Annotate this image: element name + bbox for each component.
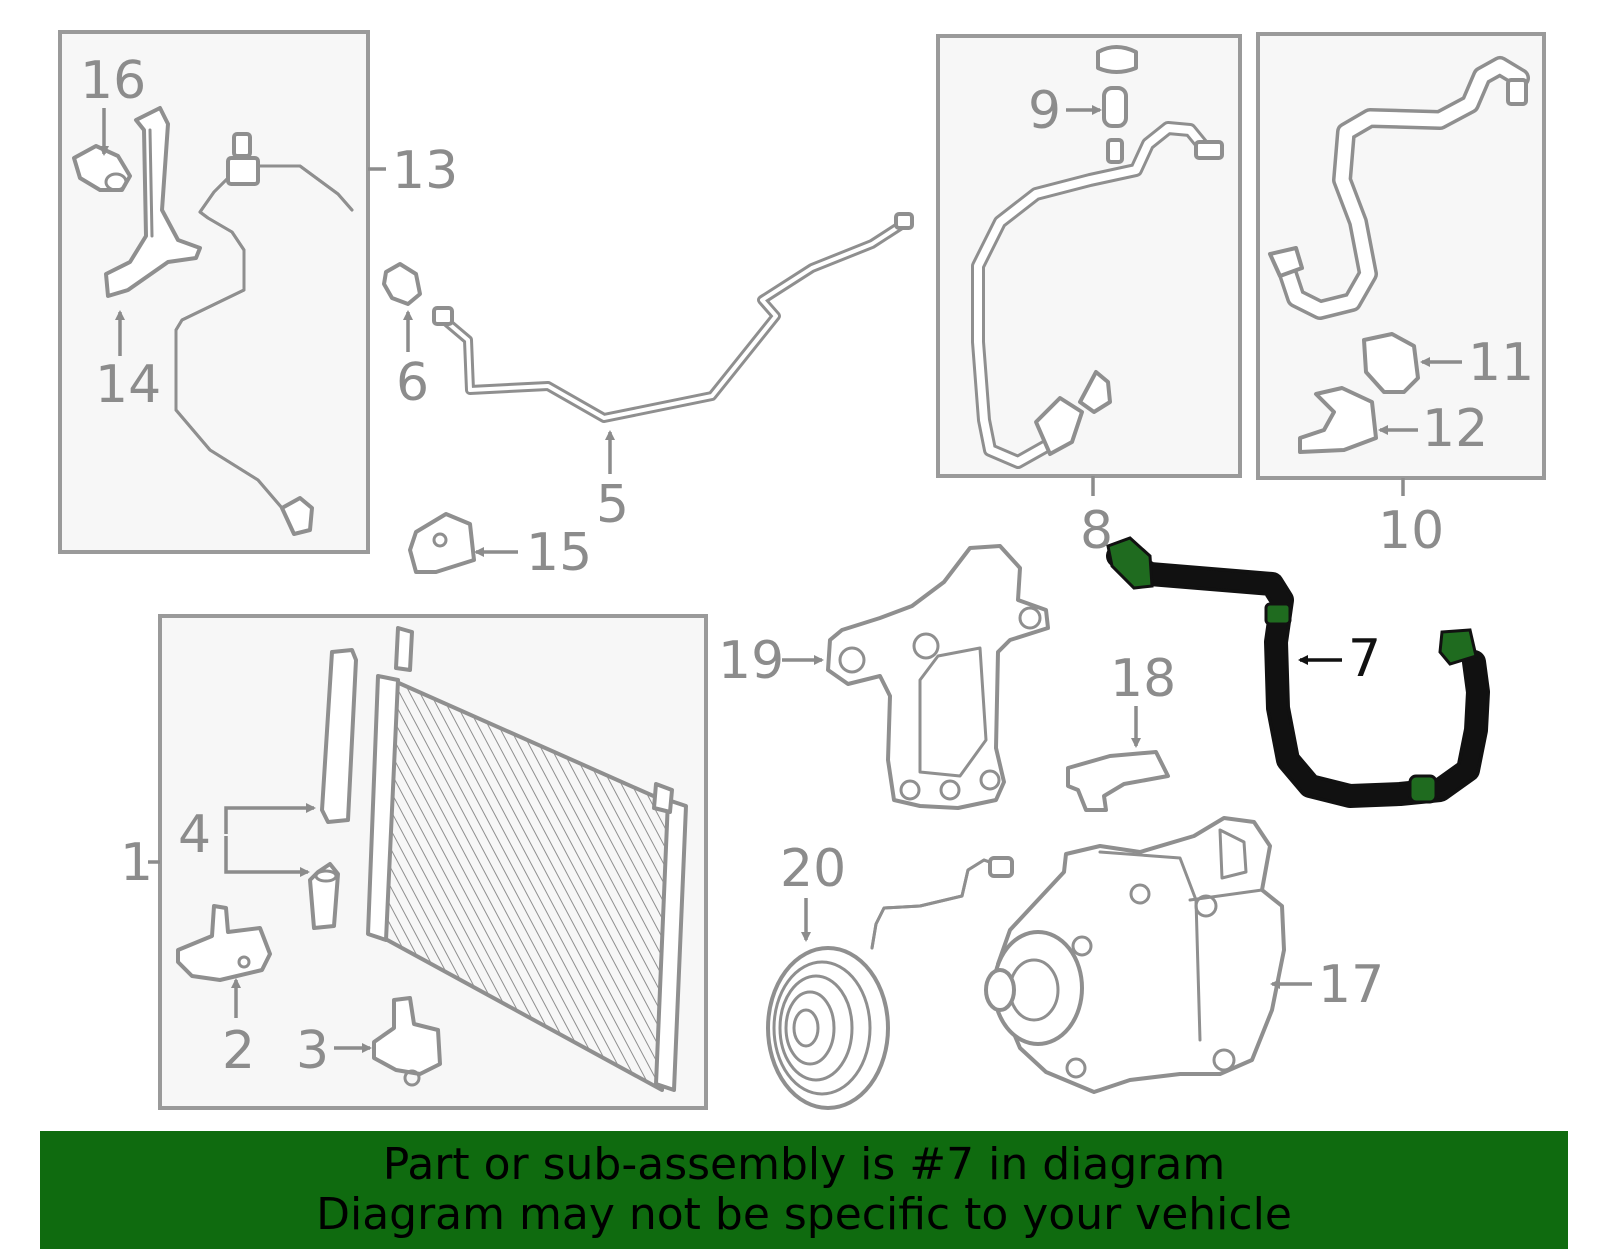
part-11-clamp[interactable] [1362, 332, 1420, 394]
part-12-bracket[interactable] [1298, 386, 1378, 454]
part-18-bracket[interactable] [1066, 750, 1170, 812]
banner-line-disclaimer: Diagram may not be specific to your vehi… [316, 1189, 1292, 1240]
callout-9: 9 [1028, 81, 1061, 141]
banner-line-part: Part or sub-assembly is #7 in diagram [382, 1139, 1226, 1190]
callout-7: 7 [1348, 629, 1381, 689]
callout-6: 6 [396, 353, 429, 413]
callout-2: 2 [222, 1021, 255, 1081]
part-20-clutch-assembly[interactable] [766, 856, 1014, 1110]
part-5-discharge-tube[interactable] [432, 212, 914, 423]
part-15-bracket[interactable] [408, 512, 476, 574]
group-box-10 [1256, 32, 1546, 480]
callout-11: 11 [1468, 333, 1534, 393]
info-banner: Part or sub-assembly is #7 in diagram Di… [40, 1131, 1568, 1249]
callout-13: 13 [392, 141, 458, 201]
callout-10: 10 [1378, 501, 1444, 561]
callout-1: 1 [120, 833, 153, 893]
part-2-bracket[interactable] [176, 904, 272, 982]
part-14-bracket[interactable] [104, 106, 202, 298]
part-8-suction-hose[interactable] [971, 121, 1224, 469]
part-10-suction-hose[interactable] [1268, 56, 1530, 320]
part-6-clip[interactable] [382, 262, 422, 306]
part-4-seal-and-cushion[interactable] [308, 648, 358, 930]
callout-19: 19 [718, 631, 784, 691]
part-7-discharge-hose[interactable] [1106, 536, 1490, 808]
arrow-4a [224, 803, 316, 834]
part-19-compressor-bracket[interactable] [826, 544, 1050, 810]
part-9-cap-and-valve[interactable] [1096, 45, 1138, 164]
callout-5: 5 [596, 475, 629, 535]
callout-20: 20 [780, 839, 846, 899]
arrow-4b [224, 836, 310, 877]
callout-4: 4 [178, 805, 211, 865]
part-1-condenser[interactable] [366, 626, 688, 1092]
callout-17: 17 [1318, 955, 1384, 1015]
callout-14: 14 [95, 355, 161, 415]
part-13-liquid-tube[interactable] [174, 132, 354, 536]
part-17-compressor[interactable] [984, 816, 1286, 1094]
callout-16: 16 [80, 51, 146, 111]
callout-15: 15 [526, 523, 592, 583]
callout-12: 12 [1422, 399, 1488, 459]
callout-3: 3 [296, 1021, 329, 1081]
callout-18: 18 [1110, 649, 1176, 709]
part-3-bracket[interactable] [372, 996, 442, 1087]
